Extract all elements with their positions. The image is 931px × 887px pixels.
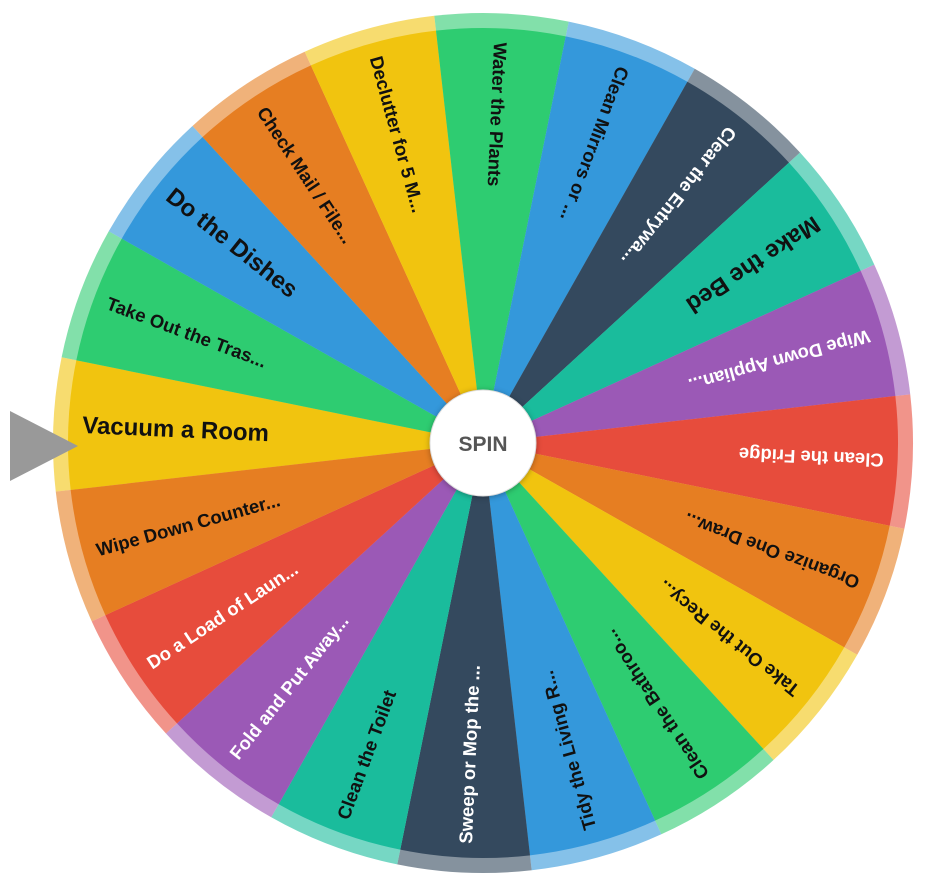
wheel-segment xyxy=(483,443,764,821)
wheel-segment xyxy=(310,30,483,443)
pointer-arrow-icon xyxy=(10,411,78,481)
wheel-segment xyxy=(483,36,688,444)
wheel-segment xyxy=(483,162,861,443)
wheel-segment xyxy=(483,443,890,648)
wheel-segment xyxy=(483,443,845,749)
wheel-segment xyxy=(400,443,530,858)
wheel-segment xyxy=(121,137,484,443)
spin-button-circle[interactable] xyxy=(429,389,537,497)
wheel-segment xyxy=(76,238,484,443)
wheel-segment xyxy=(483,270,896,443)
wheel-segment xyxy=(105,443,483,724)
wheel-segment xyxy=(436,27,566,443)
spin-button[interactable]: SPIN xyxy=(429,389,537,497)
wheel-segment xyxy=(68,360,483,490)
wheel-segment xyxy=(483,81,789,444)
wheel-segment xyxy=(483,443,656,856)
wheel-segment xyxy=(202,65,483,443)
wheel-segment xyxy=(177,443,483,805)
wheel-segment xyxy=(278,443,483,850)
wheel-segments xyxy=(53,12,913,873)
wheel-segment xyxy=(483,396,898,526)
spin-label[interactable]: SPIN xyxy=(458,433,507,456)
wheel-segment xyxy=(70,443,484,616)
